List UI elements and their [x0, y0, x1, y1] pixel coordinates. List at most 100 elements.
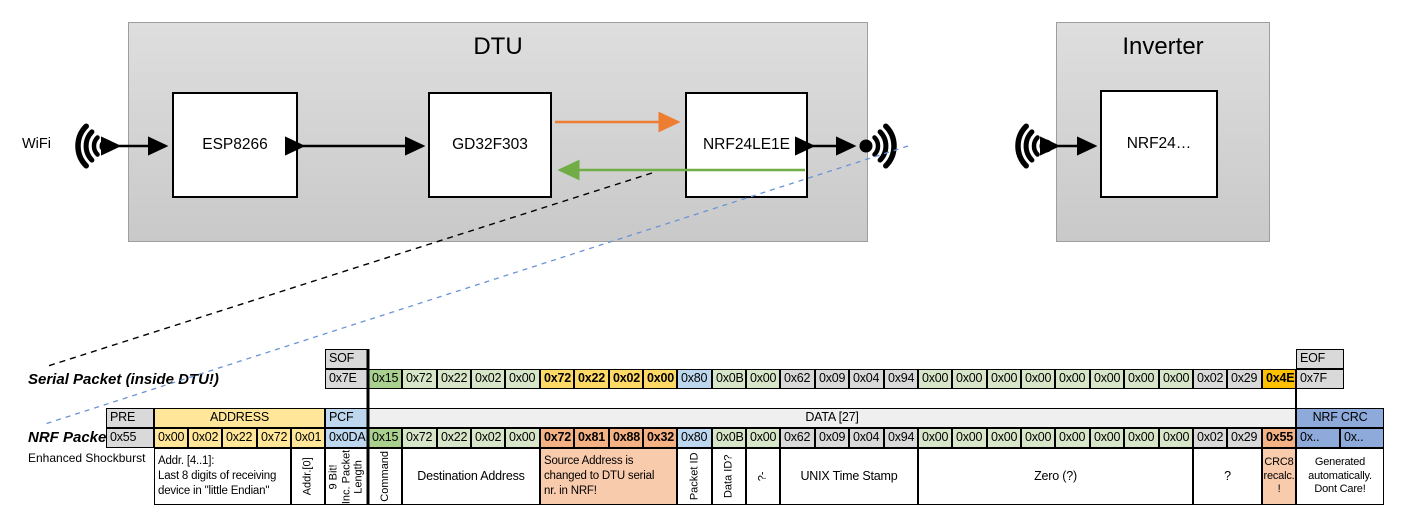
nrf-byte-cell: 0x81 [574, 428, 609, 448]
serial-byte-cell: 0x09 [815, 369, 849, 389]
sof-value-cell: 0x7E [325, 369, 368, 389]
nrf-byte-cell: 0x72 [402, 428, 437, 448]
nrf-byte-cell: 0x22 [437, 428, 471, 448]
gd32f303-label: GD32F303 [452, 136, 528, 153]
nrf-byte-cell: 0x00 [505, 428, 540, 448]
crc8-annotation: CRC8 recalc. ! [1262, 448, 1296, 505]
serial-byte-cell: 0x29 [1227, 369, 1262, 389]
serial-byte-cell: 0x72 [402, 369, 437, 389]
nrf-byte-cell: 0x94 [884, 428, 918, 448]
nrf24le1e-box: NRF24LE1E [685, 92, 808, 198]
nrf-byte-cell: 0x09 [815, 428, 849, 448]
address-byte-cell: 0x22 [222, 428, 257, 448]
serial-byte-cell: 0x22 [437, 369, 471, 389]
wifi-icon [1015, 123, 1053, 169]
address-byte-cell: 0x02 [188, 428, 222, 448]
packet-id-annotation: Packet ID [677, 448, 712, 505]
pcf-header-cell: PCF [325, 408, 368, 428]
serial-byte-cell: 0x80 [677, 369, 712, 389]
unknown-annotation: ? [1193, 448, 1262, 505]
source-address-annotation: Source Address is changed to DTU serial … [540, 448, 677, 505]
serial-byte-cell: 0x02 [609, 369, 643, 389]
serial-byte-cell: 0x94 [884, 369, 918, 389]
addr41-annotation: Addr. [4..1]: Last 8 digits of receiving… [154, 448, 291, 505]
serial-byte-cell: 0x00 [1159, 369, 1193, 389]
sof-header-cell: SOF [325, 349, 368, 369]
nrf-byte-cell: 0x00 [1021, 428, 1055, 448]
unknown-annotation: ?- [746, 448, 780, 505]
nrf-byte-cell: 0x00 [918, 428, 952, 448]
serial-byte-cell: 0x02 [1193, 369, 1227, 389]
nrf-crc-value-cell: 0x.. [1296, 428, 1340, 448]
nrf-crc-header-cell: NRF CRC [1296, 408, 1384, 428]
nrf-byte-cell: 0x80 [677, 428, 712, 448]
serial-byte-cell: 0x00 [1055, 369, 1090, 389]
unix-timestamp-annotation: UNIX Time Stamp [780, 448, 918, 505]
wifi-label: WiFi [22, 136, 51, 152]
address-byte-cell: 0x00 [154, 428, 188, 448]
serial-byte-cell: 0x0B [712, 369, 746, 389]
nrf-crc-value-cell: 0x.. [1340, 428, 1384, 448]
serial-packet-label: Serial Packet (inside DTU!) [28, 371, 219, 388]
serial-byte-cell: 0x4E [1262, 369, 1296, 389]
data-id-annotation: Data ID? [712, 448, 746, 505]
enhanced-shockburst-label: Enhanced Shockburst [28, 451, 146, 465]
dtu-title: DTU [473, 33, 523, 60]
nrf-byte-cell: 0x00 [1090, 428, 1124, 448]
serial-byte-cell: 0x02 [471, 369, 505, 389]
serial-byte-cell: 0x00 [1021, 369, 1055, 389]
address-header-cell: ADDRESS [154, 408, 325, 428]
zero-annotation: Zero (?) [918, 448, 1193, 505]
nrf-byte-cell: 0x02 [471, 428, 505, 448]
esp8266-label: ESP8266 [202, 136, 268, 153]
destination-address-annotation: Destination Address [402, 448, 540, 505]
nrf-byte-cell: 0x29 [1227, 428, 1262, 448]
eof-header-cell: EOF [1296, 349, 1344, 369]
nrf-byte-cell: 0x55 [1262, 428, 1296, 448]
addr0-annotation: Addr.[0] [291, 448, 325, 505]
wifi-icon [75, 123, 113, 169]
pcf-annotation: 9 Bit! Inc. Packet Length [325, 448, 368, 505]
serial-byte-cell: 0x72 [540, 369, 574, 389]
pre-value-cell: 0x55 [106, 428, 154, 448]
nrf-byte-cell: 0x00 [1124, 428, 1159, 448]
address-byte-cell: 0x01 [291, 428, 325, 448]
serial-byte-cell: 0x00 [643, 369, 677, 389]
nrf-byte-cell: 0x0B [712, 428, 746, 448]
esp8266-box: ESP8266 [172, 92, 298, 198]
nrf24le1e-label: NRF24LE1E [702, 136, 790, 153]
nrf-byte-cell: 0x00 [1055, 428, 1090, 448]
serial-byte-cell: 0x15 [368, 369, 402, 389]
nrf-byte-cell: 0x02 [1193, 428, 1227, 448]
nrf-byte-cell: 0x04 [849, 428, 884, 448]
serial-byte-cell: 0x00 [1124, 369, 1159, 389]
nrf-byte-cell: 0x72 [540, 428, 574, 448]
serial-byte-cell: 0x00 [952, 369, 987, 389]
nrf-byte-cell: 0x15 [368, 428, 402, 448]
serial-byte-cell: 0x00 [987, 369, 1021, 389]
nrf-byte-cell: 0x00 [952, 428, 987, 448]
serial-byte-cell: 0x04 [849, 369, 884, 389]
eof-value-cell: 0x7F [1296, 369, 1344, 389]
nrf-byte-cell: 0x00 [987, 428, 1021, 448]
nrf-packet-label: NRF Packet [28, 429, 112, 446]
inverter-nrf24-box: NRF24… [1100, 90, 1218, 198]
nrf-byte-cell: 0x00 [746, 428, 780, 448]
pre-header-cell: PRE [106, 408, 154, 428]
gd32f303-box: GD32F303 [428, 92, 552, 198]
nrf-byte-cell: 0x88 [609, 428, 643, 448]
serial-byte-cell: 0x00 [1090, 369, 1124, 389]
serial-byte-cell: 0x00 [746, 369, 780, 389]
inverter-title: Inverter [1122, 33, 1204, 60]
nrf-byte-cell: 0x00 [1159, 428, 1193, 448]
pcf-value-cell: 0x0DA [325, 428, 368, 448]
serial-byte-cell: 0x62 [780, 369, 815, 389]
address-byte-cell: 0x72 [257, 428, 291, 448]
nrf-byte-cell: 0x32 [643, 428, 677, 448]
serial-byte-cell: 0x22 [574, 369, 609, 389]
generated-crc-annotation: Generated automatically. Dont Care! [1296, 448, 1384, 505]
serial-byte-cell: 0x00 [918, 369, 952, 389]
command-annotation: Command [368, 448, 402, 505]
inverter-nrf24-label: NRF24… [1126, 135, 1192, 152]
